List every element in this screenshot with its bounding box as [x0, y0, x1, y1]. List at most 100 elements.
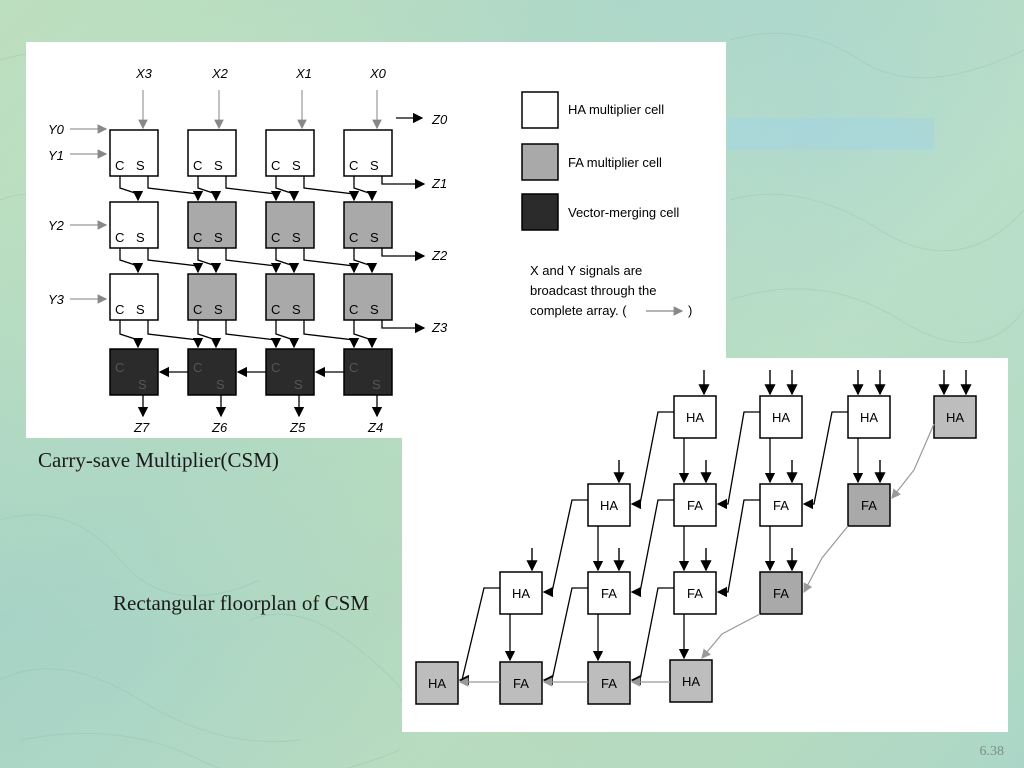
- cell-c-label: C: [115, 158, 124, 173]
- cell-c-label: C: [193, 360, 202, 375]
- slide-number: 6.38: [979, 744, 1005, 759]
- accent-band: [728, 118, 934, 150]
- cell-s-label: S: [214, 302, 223, 317]
- z-output-label: Z7: [133, 420, 150, 435]
- csm-cells: [109, 129, 393, 396]
- cell-s-label: S: [370, 230, 379, 245]
- cell-s-label: S: [214, 230, 223, 245]
- cell-label: FA: [513, 676, 529, 691]
- z-output-label: Z6: [211, 420, 228, 435]
- cell-label: FA: [601, 586, 617, 601]
- ha-cell: [759, 395, 803, 439]
- cell-c-label: C: [349, 360, 358, 375]
- legend-note-line: X and Y signals are: [530, 263, 642, 278]
- cell-c-label: C: [115, 302, 124, 317]
- cell-label: HA: [860, 410, 878, 425]
- ha-cell: [587, 483, 631, 527]
- fa-cell: [759, 483, 803, 527]
- x-input-label: X1: [295, 66, 312, 81]
- cell-c-label: C: [271, 302, 280, 317]
- y-input-arrows: [70, 124, 108, 304]
- cell-label: FA: [687, 498, 703, 513]
- y-input-label: Y0: [48, 122, 65, 137]
- ha-cell: [265, 129, 315, 177]
- x-input-arrows: [138, 90, 382, 130]
- fa-cell: [187, 273, 237, 321]
- csm-wires: [119, 112, 426, 418]
- fa-cell: [499, 661, 543, 705]
- cell-c-label: C: [349, 158, 358, 173]
- fa-cell: [343, 201, 393, 249]
- x-input-label: X2: [211, 66, 229, 81]
- z-output-label: Z3: [431, 320, 448, 335]
- cell-c-label: C: [115, 230, 124, 245]
- floorplan-caption: Rectangular floorplan of CSM: [113, 591, 370, 615]
- cell-c-label: C: [115, 360, 124, 375]
- ha-cell: [499, 571, 543, 615]
- cell-label: HA: [428, 676, 446, 691]
- z-output-label: Z2: [431, 248, 448, 263]
- cell-s-label: S: [292, 158, 301, 173]
- cell-c-label: C: [193, 230, 202, 245]
- vector-merging-cell: [109, 348, 159, 396]
- csm-diagram: X3 X2 X1 X0 Y0 Y1 Y2 Y3: [48, 66, 692, 435]
- floorplan-diagram: HA HA HA HA HA FA FA FA HA FA FA FA HA F…: [415, 370, 977, 705]
- legend-note-line: ): [688, 303, 692, 318]
- cell-cs-labels: C S C S C S C S C S C S C S C S C S C S …: [115, 158, 379, 317]
- z-output-labels: Z0 Z1 Z2 Z3 Z7 Z6 Z5 Z4: [133, 112, 448, 435]
- fa-cell: [265, 273, 315, 321]
- legend-vm-swatch: [521, 193, 559, 231]
- legend-note-line: broadcast through the: [530, 283, 656, 298]
- ha-cell: [343, 129, 393, 177]
- fa-cell: [673, 571, 717, 615]
- x-input-labels: X3 X2 X1 X0: [135, 66, 387, 81]
- vector-merging-cell: [265, 348, 315, 396]
- cell-s-label: S: [294, 377, 303, 392]
- cell-c-label: C: [271, 360, 280, 375]
- cell-s-label: S: [370, 302, 379, 317]
- cell-s-label: S: [216, 377, 225, 392]
- ha-cell: [109, 273, 159, 321]
- ha-cell: [109, 201, 159, 249]
- cell-label: FA: [773, 586, 789, 601]
- z-output-label: Z5: [289, 420, 306, 435]
- cell-label: HA: [772, 410, 790, 425]
- legend-note-line: complete array. (: [530, 303, 627, 318]
- cell-label: FA: [861, 498, 877, 513]
- floorplan-cell-labels: HA HA HA HA HA FA FA FA HA FA FA FA HA F…: [428, 410, 964, 691]
- floorplan-wires: [458, 411, 864, 686]
- cell-s-label: S: [136, 158, 145, 173]
- ha-cell: [109, 129, 159, 177]
- cell-c-label: C: [271, 158, 280, 173]
- cell-label: HA: [512, 586, 530, 601]
- legend: HA multiplier cell FA multiplier cell Ve…: [521, 91, 692, 318]
- ha-cell: [673, 395, 717, 439]
- csm-caption: Carry-save Multiplier(CSM): [38, 448, 279, 472]
- legend-fa-label: FA multiplier cell: [568, 155, 662, 170]
- cell-s-label: S: [370, 158, 379, 173]
- ha-cell: [669, 659, 713, 703]
- cell-label: HA: [682, 674, 700, 689]
- legend-ha-label: HA multiplier cell: [568, 102, 664, 117]
- x-input-label: X3: [135, 66, 153, 81]
- z-output-label: Z1: [431, 176, 447, 191]
- legend-fa-swatch: [521, 143, 559, 181]
- fa-cell: [187, 201, 237, 249]
- ha-cell: [933, 395, 977, 439]
- ha-cell: [847, 395, 891, 439]
- cell-label: HA: [686, 410, 704, 425]
- cell-label: FA: [773, 498, 789, 513]
- cell-s-label: S: [372, 377, 381, 392]
- fa-cell: [673, 483, 717, 527]
- legend-ha-swatch: [521, 91, 559, 129]
- cell-c-label: C: [193, 302, 202, 317]
- z-output-label: Z0: [431, 112, 448, 127]
- cell-label: FA: [601, 676, 617, 691]
- ha-cell: [415, 661, 459, 705]
- y-input-label: Y3: [48, 292, 65, 307]
- cell-c-label: C: [349, 230, 358, 245]
- floorplan-diagram-panel: HA HA HA HA HA FA FA FA HA FA FA FA HA F…: [402, 358, 1008, 732]
- ha-cell: [187, 129, 237, 177]
- fa-cell: [847, 483, 891, 527]
- cell-s-label: S: [292, 302, 301, 317]
